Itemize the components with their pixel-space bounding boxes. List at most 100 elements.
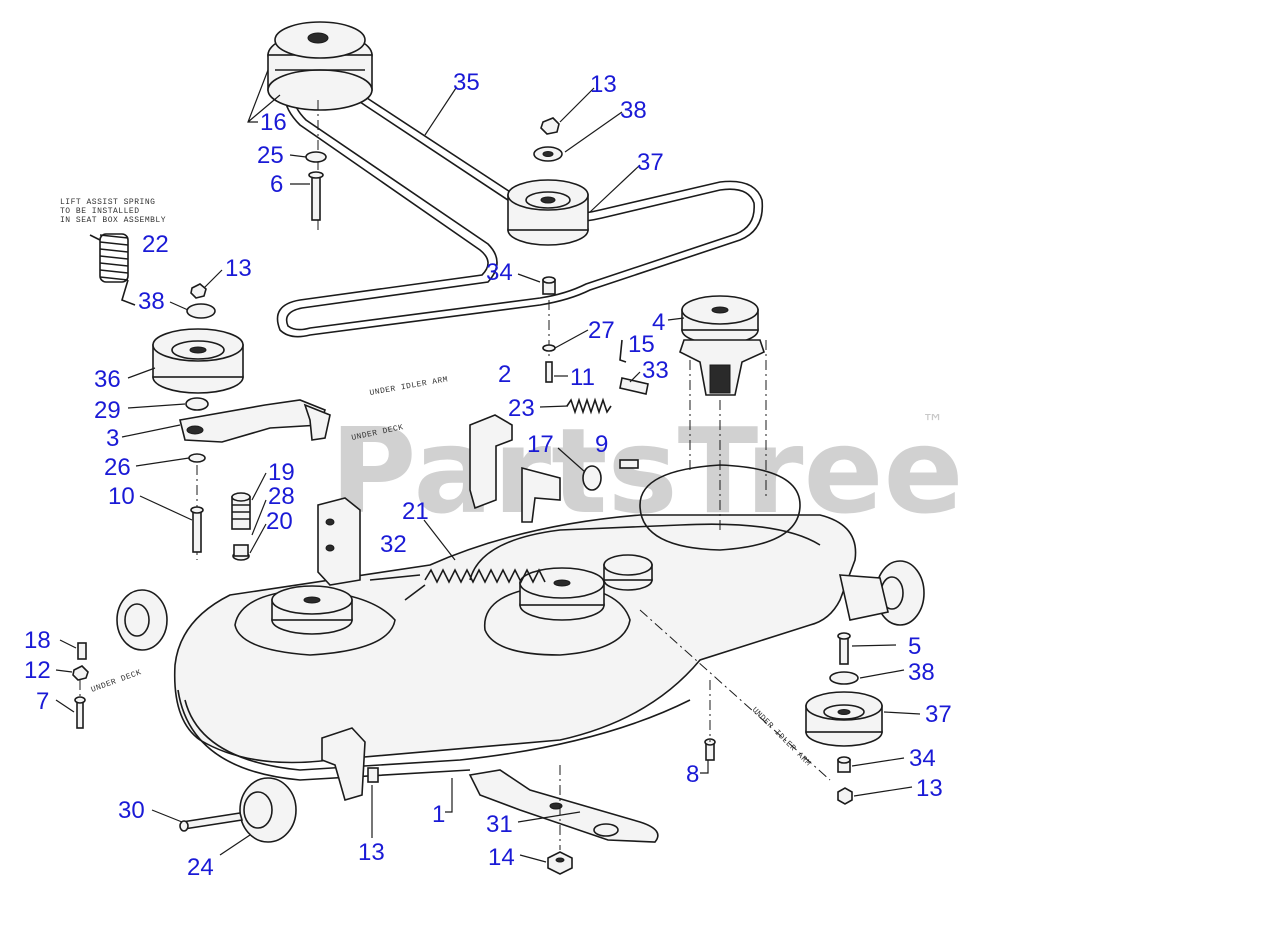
washer-38-right[interactable] [829,671,859,685]
lift-assist-spring-22[interactable] [89,233,136,306]
callout-5[interactable]: 5 [908,633,921,660]
callout-28[interactable]: 28 [268,483,295,510]
bracket-17[interactable] [521,466,561,523]
nut-13-front[interactable] [367,767,379,783]
bolt-30[interactable] [179,812,244,832]
callout-25[interactable]: 25 [257,142,284,169]
idler-pulley-37-lower[interactable] [805,691,883,747]
callout-11[interactable]: 11 [570,364,595,391]
idler-pulley-37-upper[interactable] [507,179,589,246]
mower-deck-housing-1[interactable] [173,464,857,781]
pin-33[interactable] [619,377,649,395]
bolt-7[interactable] [74,696,86,729]
callout-38[interactable]: 38 [620,97,647,124]
anti-scalp-wheel-left-rear[interactable] [116,589,168,651]
callout-20[interactable]: 20 [266,508,293,535]
nut-13-right[interactable] [837,787,853,805]
callout-15[interactable]: 15 [628,331,655,358]
pin-11[interactable] [545,361,553,383]
callout-38[interactable]: 38 [138,288,165,315]
leader-lines [55,69,921,863]
rod-32[interactable] [369,574,426,601]
callout-18[interactable]: 18 [24,627,51,654]
callout-31[interactable]: 31 [486,811,513,838]
callout-33[interactable]: 33 [642,357,669,384]
callout-7[interactable]: 7 [36,688,49,715]
callout-labels: 35 13 38 16 37 25 6 22 13 34 38 27 4 15 … [24,69,952,881]
blade-nut-14[interactable] [547,851,573,875]
nut-13-left[interactable] [190,283,207,299]
deck-bracket-left[interactable] [317,497,361,586]
callout-4[interactable]: 4 [652,309,665,336]
callout-6[interactable]: 6 [270,171,283,198]
callout-27[interactable]: 27 [588,317,615,344]
callout-12[interactable]: 12 [24,657,51,684]
bushing-19[interactable] [231,492,251,530]
callout-37[interactable]: 37 [637,149,664,176]
callout-19[interactable]: 19 [268,459,295,486]
callout-2[interactable]: 2 [498,361,511,388]
callout-10[interactable]: 10 [108,483,135,510]
svg-text:TO BE INSTALLED: TO BE INSTALLED [60,207,140,216]
spacer-34-lower[interactable] [837,756,851,773]
callout-26[interactable]: 26 [104,454,131,481]
nut-13-upper[interactable] [540,117,560,135]
pin-15[interactable] [619,339,627,363]
callout-13[interactable]: 13 [225,255,252,282]
idler-pulley-36[interactable] [152,328,244,394]
callout-14[interactable]: 14 [488,844,515,871]
callout-9[interactable]: 9 [595,431,608,458]
callout-21[interactable]: 21 [402,498,429,525]
callout-35[interactable]: 35 [453,69,480,96]
pin-18[interactable] [77,642,87,660]
callout-37[interactable]: 37 [925,701,952,728]
washer-26[interactable] [188,453,206,463]
callout-16[interactable]: 16 [260,109,287,136]
callout-36[interactable]: 36 [94,366,121,393]
bolt-6[interactable] [308,171,324,221]
bracket-2[interactable] [469,414,513,510]
callout-3[interactable]: 3 [106,425,119,452]
callout-13[interactable]: 13 [916,775,943,802]
washer-20[interactable] [232,544,250,561]
callout-32[interactable]: 32 [380,531,407,558]
anti-scalp-wheel-right[interactable] [838,560,925,626]
callout-17[interactable]: 17 [527,431,554,458]
spindle-assembly-4[interactable] [679,295,765,396]
bolt-10[interactable] [190,506,204,553]
callout-13[interactable]: 13 [590,71,617,98]
front-wheel-bracket[interactable] [321,727,366,801]
lift-assist-note: LIFT ASSIST SPRING TO BE INSTALLED IN SE… [60,198,166,225]
svg-text:IN SEAT BOX ASSEMBLY: IN SEAT BOX ASSEMBLY [60,216,166,225]
washer-27[interactable] [542,344,556,352]
anti-scalp-wheel-24[interactable] [239,777,297,843]
callout-22[interactable]: 22 [142,231,169,258]
spacer-34-upper[interactable] [542,276,556,295]
callout-1[interactable]: 1 [432,801,445,828]
idler-arm-3[interactable] [179,399,331,443]
callout-24[interactable]: 24 [187,854,214,881]
spindle-pulley-center[interactable] [519,567,605,621]
callout-23[interactable]: 23 [508,395,535,422]
nut-12[interactable] [72,665,89,681]
washer-38-left[interactable] [186,303,216,319]
bolt-5[interactable] [837,632,851,665]
spacer-29[interactable] [185,397,209,411]
callout-8[interactable]: 8 [686,761,699,788]
callout-34[interactable]: 34 [909,745,936,772]
callout-13[interactable]: 13 [358,839,385,866]
note-under-deck-left: UNDER DECK [90,668,143,695]
washer-25[interactable] [305,151,327,163]
callout-38[interactable]: 38 [908,659,935,686]
callout-34[interactable]: 34 [486,259,513,286]
callout-30[interactable]: 30 [118,797,145,824]
callout-29[interactable]: 29 [94,397,121,424]
idler-on-deck[interactable] [603,554,653,591]
spring-23[interactable] [566,397,612,415]
mower-blade-31[interactable] [468,769,659,843]
spindle-pulley-left[interactable] [271,585,353,635]
pto-clutch-pulley[interactable] [267,21,373,111]
bolt-8[interactable] [704,738,716,761]
pulley-9[interactable] [582,459,639,491]
spring-21[interactable] [424,568,546,584]
